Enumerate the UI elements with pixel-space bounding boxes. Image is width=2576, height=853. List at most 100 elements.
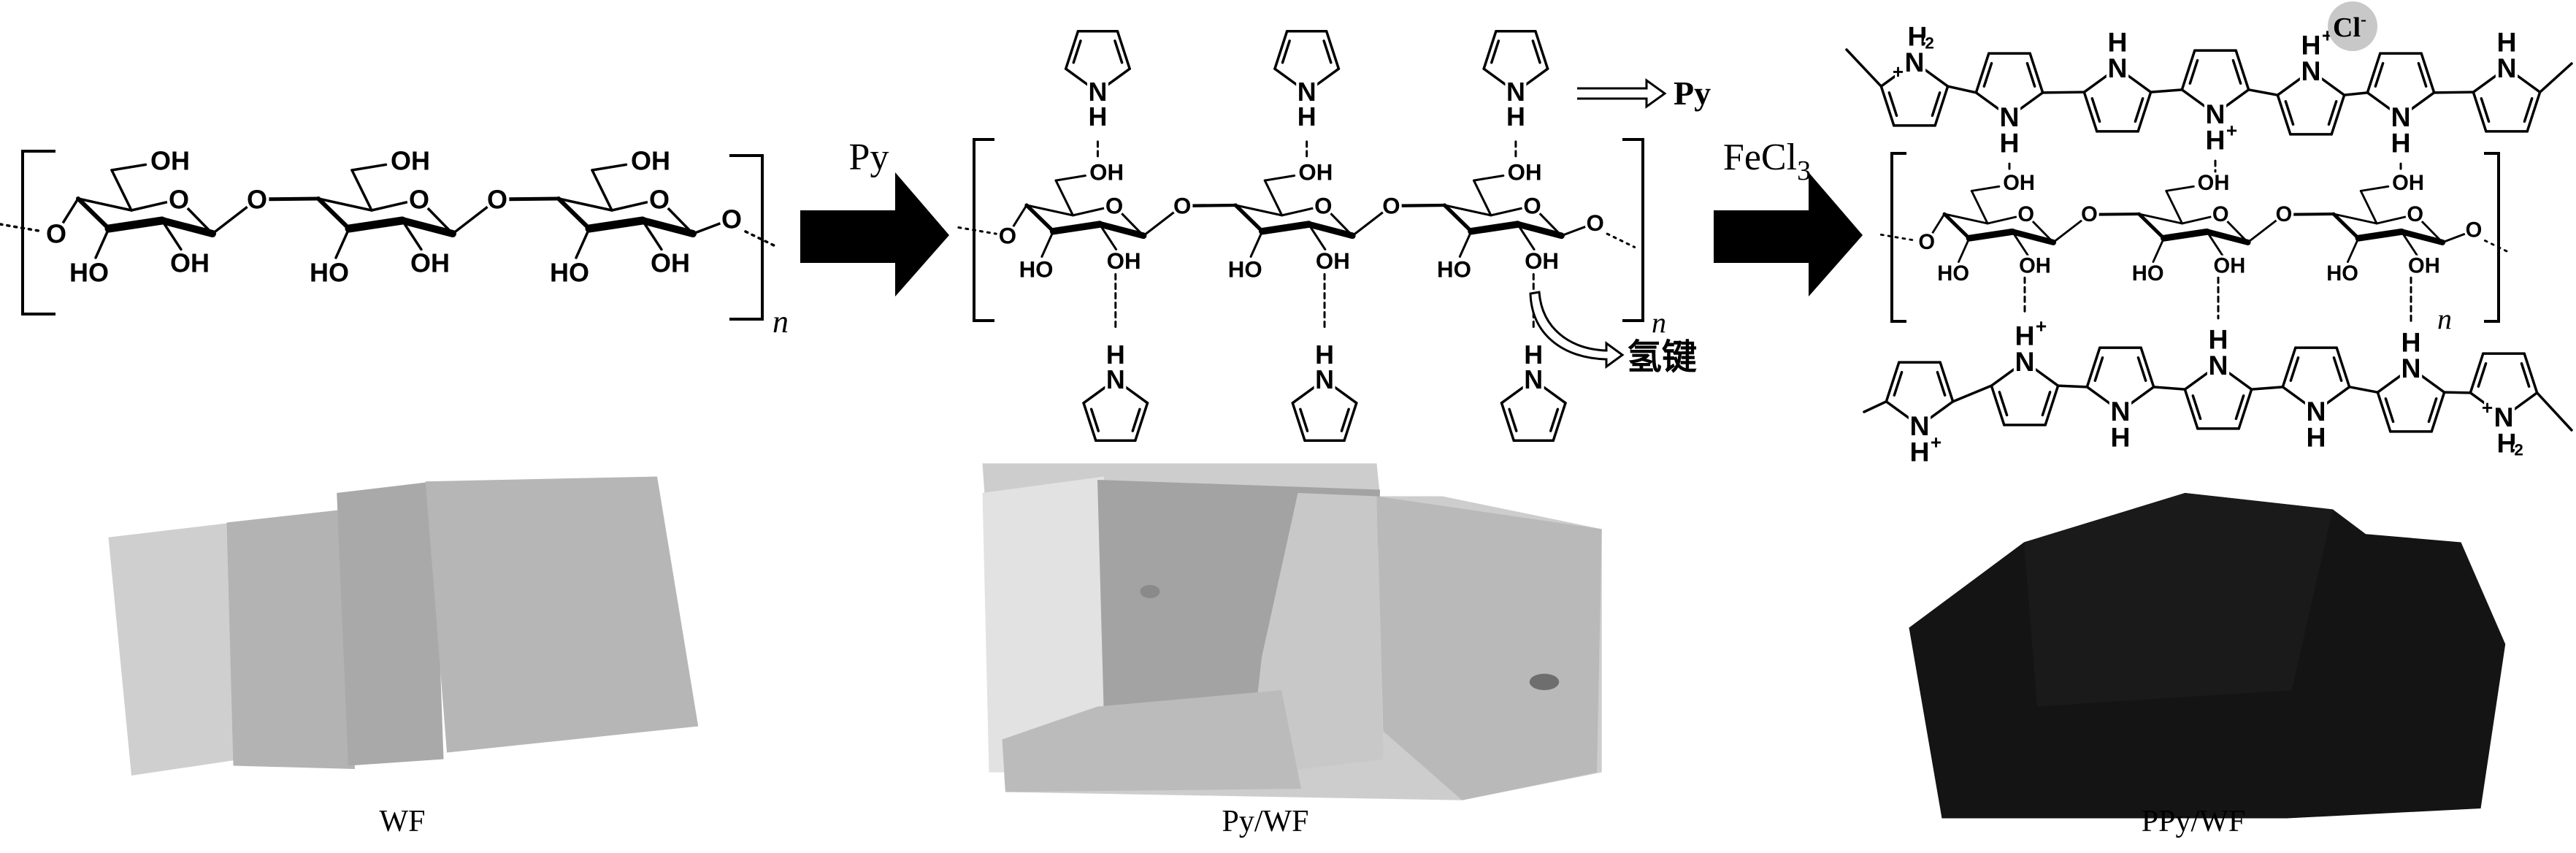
ring-bond (2330, 93, 2346, 136)
bond (585, 216, 647, 233)
charge-label: + (2226, 119, 2237, 141)
ring-bond (1879, 61, 1916, 88)
dotted-bond (1606, 232, 1636, 248)
bond (1249, 230, 1264, 258)
ring-bond (2180, 88, 2217, 115)
nitrogen-label: N (2391, 102, 2410, 132)
ring-bond (1885, 400, 1921, 427)
hydrogen-label: H (2110, 422, 2130, 453)
double-bond (2284, 100, 2295, 126)
hydroxyl-label: OH (2392, 172, 2424, 195)
bond (1054, 179, 1075, 217)
hydroxyl-label: OH (2003, 172, 2035, 195)
ring-bond (1552, 402, 1567, 442)
hydroxyl-label: OH (1107, 248, 1141, 274)
chloride-label: Cl- (2333, 10, 2366, 43)
double-bond (2477, 362, 2488, 388)
repeat-bracket (729, 154, 764, 321)
dotted-bond (957, 226, 997, 235)
ring-bond (2505, 66, 2542, 93)
inter-ring-bond (1951, 384, 1993, 403)
bond (1040, 230, 1055, 258)
ring-bond (1305, 67, 1341, 93)
fabric-piece (1002, 690, 1301, 792)
ring-bond (1918, 400, 1955, 427)
bond (2181, 215, 2213, 225)
nitrogen-label: N (1506, 77, 1525, 107)
curved-hollow-arrow-icon (1529, 291, 1625, 369)
chain-end-bond (2535, 391, 2573, 432)
double-bond (1072, 39, 1082, 64)
hydrogen-label: H (1907, 20, 1927, 51)
fabric-piece (982, 476, 1104, 773)
hydrogen-label: H (1524, 340, 1543, 370)
hydrogen-label: H (2496, 428, 2516, 459)
double-bond (2191, 394, 2202, 421)
reaction-arrow-1 (800, 172, 949, 297)
ring-bond (2085, 346, 2101, 389)
bond (2247, 219, 2278, 244)
hydrogen-label: H (1999, 128, 2019, 158)
ring-bond (2420, 52, 2436, 94)
nitrogen-label: N (1909, 410, 1929, 441)
double-bond (2384, 397, 2395, 424)
bond (1258, 221, 1313, 235)
bond (1458, 230, 1473, 258)
nitrogen-label: N (2496, 53, 2516, 83)
repeat-count-label: n (2437, 302, 2452, 335)
bond (77, 197, 133, 212)
bond (211, 205, 250, 235)
double-bond (1887, 91, 1898, 118)
repeat-bracket (2484, 152, 2500, 323)
bond (1443, 204, 1492, 217)
ring-oxygen: O (2212, 203, 2229, 226)
ring-bond (2008, 91, 2044, 118)
hydroxyl-label: HO (1019, 256, 1054, 282)
bond (1490, 207, 1524, 217)
bond (2138, 213, 2184, 225)
nitrogen-label: N (1524, 365, 1543, 394)
bond (1071, 207, 1106, 217)
sample-label-py-wf: Py/WF (1222, 805, 1308, 838)
hydroxyl-label: OH (651, 248, 690, 278)
bond (94, 227, 110, 259)
sample-label-ppy-wf: PPy/WF (2142, 805, 2245, 838)
repeat-count-label: n (1652, 306, 1666, 339)
bond (1970, 185, 2001, 192)
bond (317, 197, 373, 212)
bond (1351, 210, 1384, 237)
ring-oxygen: O (1314, 193, 1332, 218)
inter-ring-bond (2149, 88, 2184, 93)
ring-bond (2335, 346, 2351, 389)
glycosidic-oxygen: O (2276, 203, 2293, 226)
subscript-label: 2 (2514, 440, 2523, 459)
double-bond (1549, 408, 1560, 432)
ring-bond (1116, 30, 1131, 70)
inter-ring-bond (2056, 384, 2089, 389)
ring-bond (1291, 378, 1326, 405)
ring-bond (1939, 361, 1955, 403)
bond (1011, 204, 1028, 229)
ring-bond (2281, 386, 2318, 413)
hydroxyl-label: HO (550, 258, 589, 288)
stain (1529, 673, 1560, 690)
ring-bond (1482, 67, 1517, 93)
ring-bond (2136, 91, 2153, 133)
charge-label: + (2036, 315, 2047, 337)
bond (451, 205, 490, 235)
glycosidic-oxygen: O (2081, 203, 2098, 226)
ring-bond (2281, 346, 2297, 389)
glycosidic-oxygen: O (1382, 193, 1400, 218)
ring-bond (1885, 361, 1901, 403)
ring-bond (1482, 30, 1498, 70)
ring-bond (1500, 378, 1536, 405)
hydroxyl-label: HO (69, 258, 109, 288)
bond (2359, 189, 2378, 225)
glycosidic-oxygen: O (46, 219, 66, 249)
ring-oxygen: O (649, 185, 670, 215)
bond (639, 217, 697, 237)
double-bond (2523, 97, 2534, 123)
bond (2332, 213, 2378, 225)
double-bond (1281, 39, 1291, 64)
hydroxyl-label: HO (2326, 262, 2358, 286)
